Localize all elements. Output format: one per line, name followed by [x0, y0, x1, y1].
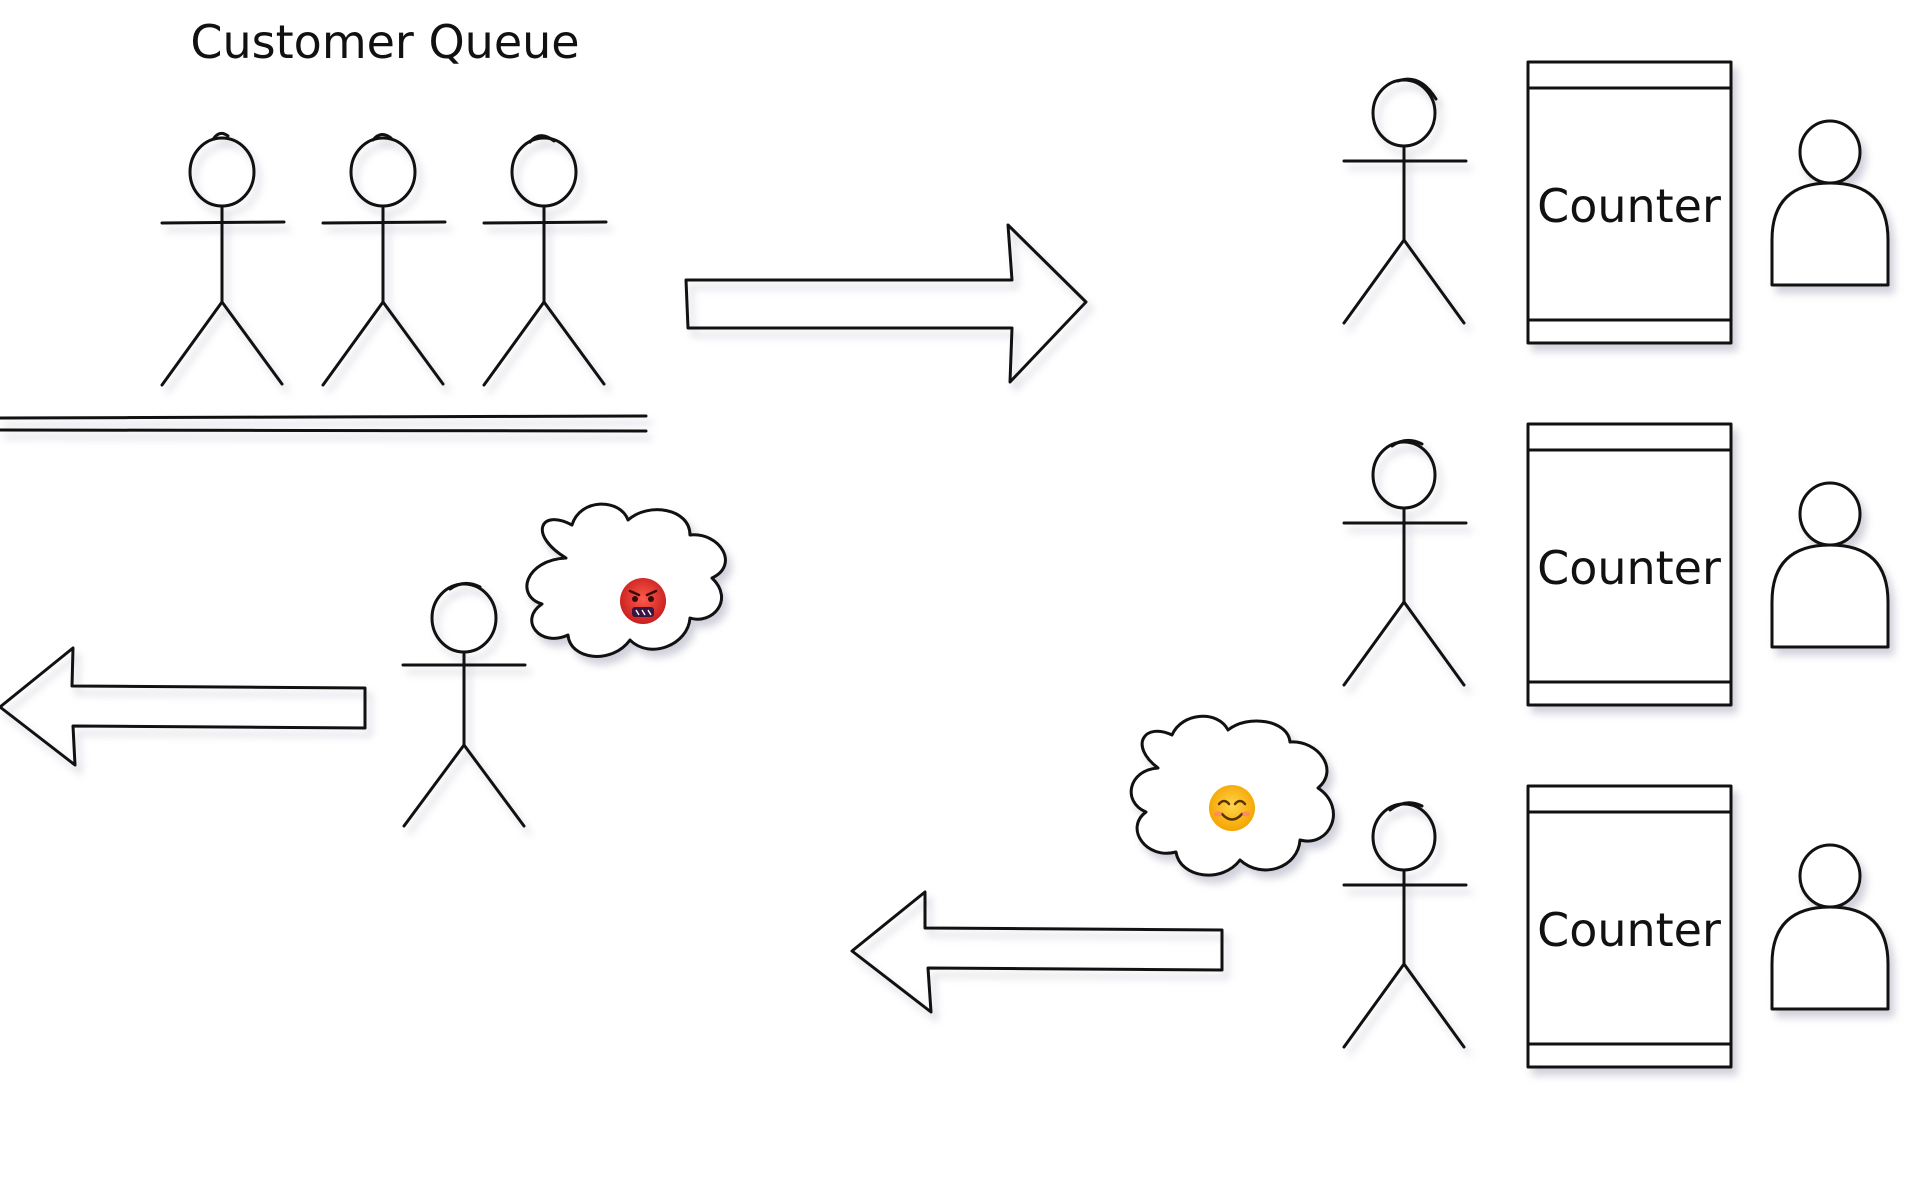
counter-station-3: Counter [1342, 784, 1890, 1069]
counter-stations: Counter Counter [1342, 60, 1890, 1069]
counter-station-1: Counter [1342, 60, 1890, 345]
thought-cloud-angry [525, 502, 727, 658]
counter-customer [1342, 801, 1468, 1049]
queue-title: Customer Queue [190, 15, 579, 69]
cashier-avatar-icon [1770, 119, 1890, 287]
thought-cloud-happy [1129, 714, 1335, 877]
unhappy-customer-group [0, 502, 727, 828]
counter-desk [1526, 60, 1733, 345]
cashier-avatar-icon [1770, 843, 1890, 1011]
queued-person-1 [160, 131, 286, 387]
counter-customer [1342, 439, 1468, 687]
queued-person-3 [482, 134, 608, 387]
counter-label: Counter [1537, 179, 1721, 233]
angry-face-icon [620, 578, 666, 624]
counter-station-2: Counter [1342, 422, 1890, 707]
happy-customer-group [850, 714, 1335, 1014]
smiling-face-icon [1209, 785, 1255, 831]
counter-label: Counter [1537, 903, 1721, 957]
queued-person-2 [321, 133, 447, 387]
queue-people [160, 131, 608, 387]
arrow-exiting-counter [850, 890, 1224, 1014]
counter-desk [1526, 422, 1733, 707]
arrow-leaving-left [0, 646, 367, 767]
arrow-to-counters [684, 223, 1088, 384]
cashier-avatar-icon [1770, 481, 1890, 649]
counter-label: Counter [1537, 541, 1721, 595]
counter-customer [1342, 77, 1468, 325]
queue-floor [0, 414, 648, 433]
counter-desk [1526, 784, 1733, 1069]
unhappy-customer [401, 582, 527, 828]
